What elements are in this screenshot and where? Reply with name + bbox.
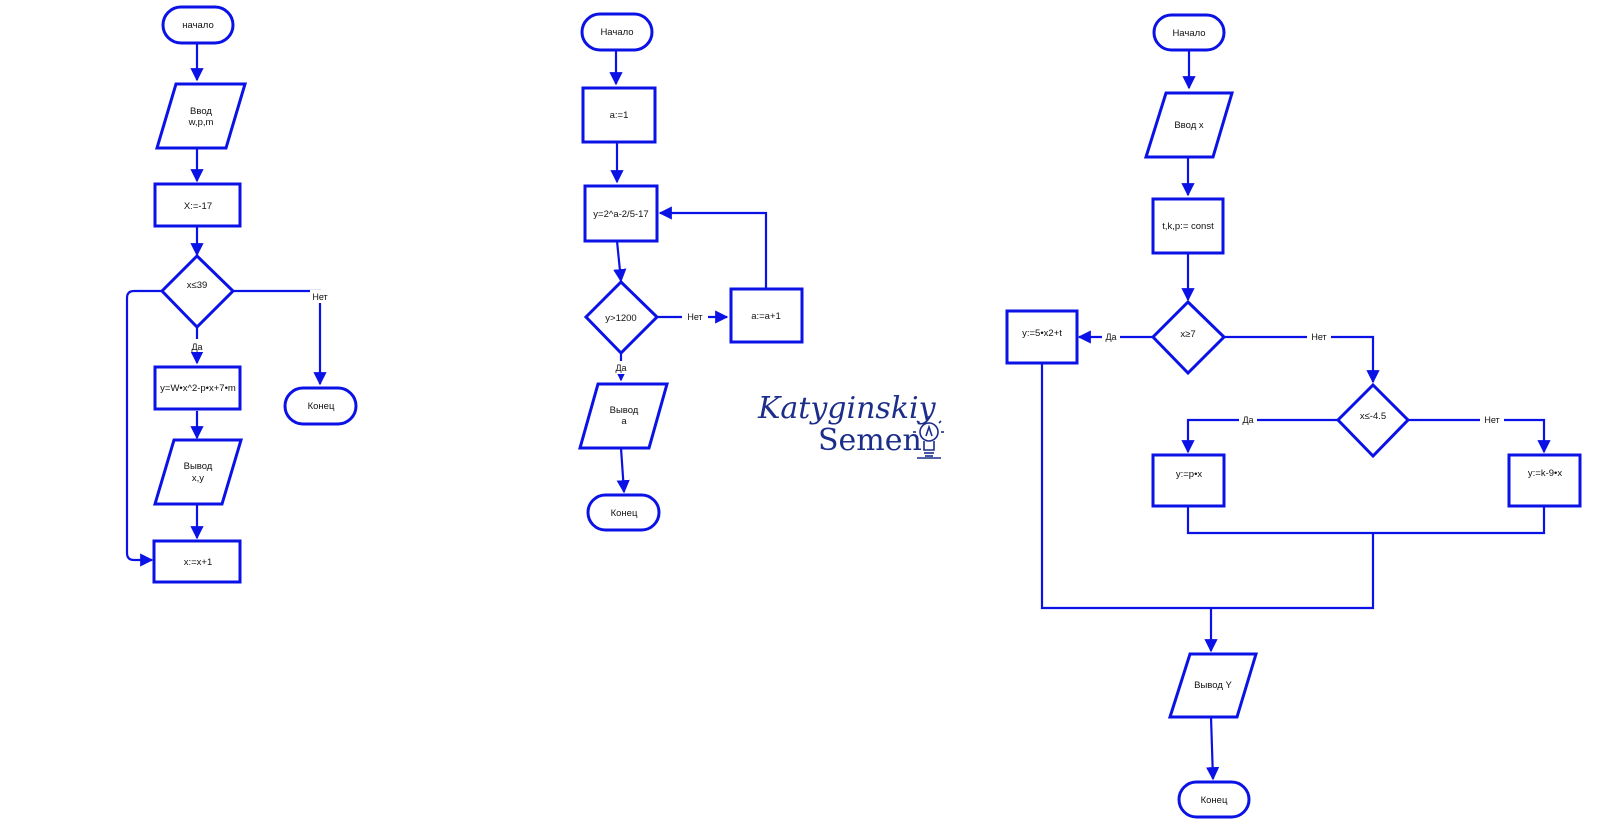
fc1-calc-label: y=W•x^2-p•x+7•m bbox=[160, 383, 236, 394]
fc2-edge-loop-back bbox=[658, 206, 768, 288]
fc3-input-parallelogram bbox=[1143, 91, 1235, 159]
fc3-edge-merge-calc2-calc3 bbox=[1186, 505, 1546, 535]
fc3-calc1-label: y:=5•x2+t bbox=[1022, 328, 1062, 339]
fc3-start-terminal bbox=[1152, 13, 1226, 52]
logo-line-2: Semen bbox=[818, 423, 922, 458]
fc1-init-process bbox=[153, 182, 242, 228]
fc3-output-parallelogram bbox=[1167, 652, 1259, 719]
fc2-end-label: Конец bbox=[611, 508, 638, 519]
fc3-consts-label: t,k,p:= const bbox=[1162, 221, 1214, 232]
fc2-start-label: Начало bbox=[600, 27, 633, 38]
fc2-output-label-1: Вывод bbox=[610, 405, 639, 416]
fc3-yes2-label-bg bbox=[1239, 413, 1257, 426]
fc2-calc-process bbox=[583, 184, 659, 243]
fc1-condition-diamond bbox=[159, 253, 236, 330]
fc3-yes2-label: Да bbox=[1242, 415, 1253, 425]
fc1-output-label-1: Вывод bbox=[184, 461, 213, 472]
flowchart-1: Да Нет начало Ввод w,p,m X:=-17 x≤39 y=W… bbox=[125, 5, 358, 584]
fc3-yes1-label: Да bbox=[1105, 332, 1116, 342]
fc1-init-label: X:=-17 bbox=[184, 201, 212, 212]
fc1-input-label-2: w,p,m bbox=[188, 117, 214, 128]
fc2-no-label: Нет bbox=[687, 312, 702, 322]
fc3-no1-label-bg bbox=[1307, 330, 1331, 343]
fc3-no1-label: Нет bbox=[1311, 332, 1326, 342]
fc1-end-terminal bbox=[283, 386, 358, 426]
fc3-edge-cond2-no bbox=[1408, 418, 1551, 454]
fc3-yes1-label-bg bbox=[1102, 330, 1120, 343]
fc3-consts-process bbox=[1151, 197, 1225, 255]
fc1-start-terminal bbox=[161, 5, 235, 45]
fc2-condition-diamond bbox=[583, 279, 660, 356]
fc1-no-label: Нет bbox=[312, 292, 327, 302]
fc3-edge-cond2-yes bbox=[1181, 418, 1338, 454]
fc2-increment-process bbox=[729, 287, 804, 344]
fc3-edge-merge-all bbox=[1040, 363, 1375, 610]
fc3-calc3-process bbox=[1507, 453, 1582, 508]
fc1-output-parallelogram bbox=[152, 438, 244, 506]
fc2-init-label: a:=1 bbox=[610, 110, 629, 121]
fc3-no2-label-bg bbox=[1480, 413, 1504, 426]
fc1-condition-label: x≤39 bbox=[187, 280, 208, 291]
fc2-yes-label-bg bbox=[612, 361, 630, 374]
fc2-output-label-2: a bbox=[621, 416, 627, 427]
fc3-calc3-label: y:=k-9•x bbox=[1528, 468, 1562, 479]
fc3-condition1-diamond bbox=[1150, 299, 1227, 376]
fc1-yes-label: Да bbox=[191, 342, 202, 352]
fc2-yes-label: Да bbox=[615, 363, 626, 373]
fc1-yes-label-bg bbox=[188, 339, 206, 352]
fc1-edge-loop bbox=[125, 289, 162, 567]
flowchart-2: Нет Да Начало a:=1 y=2^a-2/5-17 y>1200 a… bbox=[578, 12, 804, 532]
fc1-input-label-1: Ввод bbox=[190, 106, 212, 117]
fc2-increment-label: a:=a+1 bbox=[751, 311, 781, 322]
fc3-condition2-diamond bbox=[1335, 382, 1411, 459]
fc1-increment-process bbox=[152, 539, 242, 584]
flowchart-3: Да Нет Да Нет Начало Ввод x t,k,p:= cons… bbox=[1005, 13, 1582, 819]
fc1-calc-process bbox=[153, 365, 242, 411]
fc2-no-label-bg bbox=[682, 310, 708, 323]
fc3-edge-cond1-no bbox=[1224, 335, 1380, 384]
fc1-output-label-2: x,y bbox=[192, 473, 204, 484]
fc2-start-terminal bbox=[580, 12, 654, 52]
fc2-output-parallelogram bbox=[578, 382, 669, 450]
fc1-start-label: начало bbox=[182, 20, 214, 31]
author-logo: Katyginskiy Semen bbox=[757, 391, 944, 459]
lightbulb-icon bbox=[913, 416, 944, 459]
fc3-edge-output-end bbox=[1206, 716, 1220, 781]
logo-line-1: Katyginskiy bbox=[757, 391, 937, 426]
fc2-end-terminal bbox=[586, 493, 661, 532]
fc2-init-process bbox=[581, 86, 657, 144]
fc2-condition-label: y>1200 bbox=[605, 313, 636, 324]
fc1-input-parallelogram bbox=[154, 82, 248, 150]
fc2-edge-calc-cond bbox=[613, 240, 627, 283]
fc3-calc1-process bbox=[1005, 309, 1079, 365]
fc2-edge-output-end bbox=[616, 447, 630, 494]
fc3-condition1-label: x≥7 bbox=[1180, 329, 1195, 340]
fc1-increment-label: x:=x+1 bbox=[184, 557, 213, 568]
fc1-edge-cond-no bbox=[233, 289, 327, 386]
fc1-end-label: Конец bbox=[308, 401, 335, 412]
fc3-end-terminal bbox=[1177, 780, 1251, 819]
fc3-start-label: Начало bbox=[1172, 28, 1205, 39]
fc3-calc2-label: y:=p•x bbox=[1176, 469, 1203, 480]
fc2-calc-label: y=2^a-2/5-17 bbox=[593, 209, 648, 220]
fc3-input-label: Ввод x bbox=[1174, 120, 1204, 131]
fc3-end-label: Конец bbox=[1201, 795, 1228, 806]
fc3-no2-label: Нет bbox=[1484, 415, 1499, 425]
fc3-condition2-label: x≤-4.5 bbox=[1360, 411, 1386, 422]
fc3-output-label: Вывод Y bbox=[1194, 680, 1232, 691]
fc1-no-label-bg bbox=[310, 290, 332, 303]
fc3-calc2-process bbox=[1151, 453, 1226, 508]
